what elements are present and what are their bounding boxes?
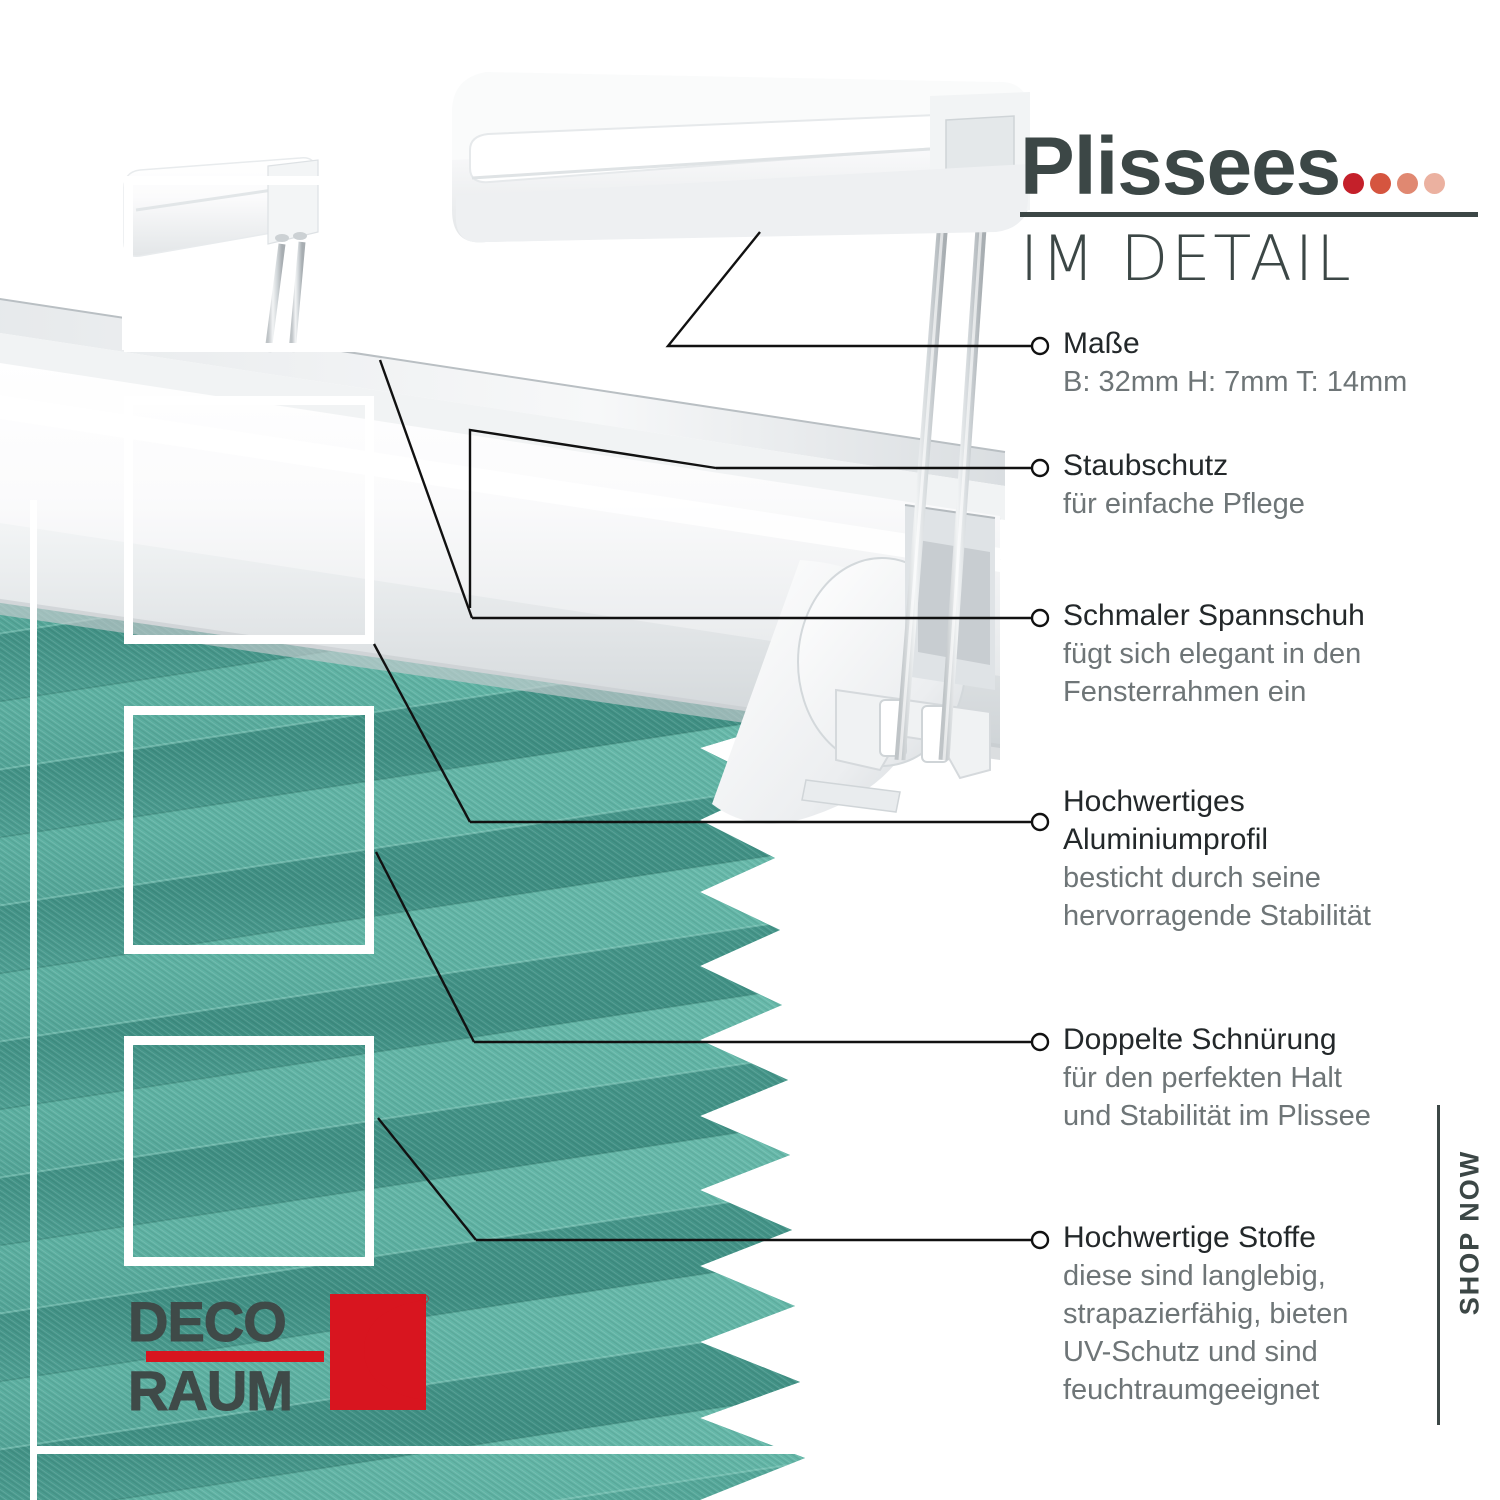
callout-schnuerung: Doppelte Schnürung für den perfekten Hal… [1063,1021,1483,1135]
page-subtitle: IM DETAIL [1020,222,1354,295]
title-dot-1 [1343,173,1365,194]
inset-frame-profile [124,396,374,644]
callout-subtitle: diese sind langlebig,strapazierfähig, bi… [1063,1260,1349,1406]
shop-now-label: SHOP NOW [1454,1149,1485,1316]
logo-registered-mark: ® [420,1292,429,1306]
logo-wordmark: DECO RAUM [128,1290,324,1422]
inset-frame-headrail [124,176,368,352]
title-dot-2 [1370,173,1392,194]
callout-title: Schmaler Spannschuh [1063,599,1365,632]
logo-line-1: DECO [128,1290,288,1353]
title-dot-4 [1424,173,1446,194]
head-rail [452,72,1030,243]
title-row: Plissees [1020,110,1490,212]
callout-subtitle: für einfache Pflege [1063,488,1305,520]
callout-title: Doppelte Schnürung [1063,1023,1337,1056]
callout-title: Hochwertige Stoffe [1063,1221,1316,1254]
logo-accent-bar [146,1351,324,1362]
double-cord-lines [894,207,988,761]
callout-masse: Maße B: 32mm H: 7mm T: 14mm [1063,325,1483,401]
page-title: Plissees [1020,121,1341,212]
title-dots [1343,173,1446,206]
inset-frame-fabric [124,1036,374,1266]
logo-swoosh-icon [330,1294,426,1410]
title-divider [1020,212,1478,217]
logo-swoosh-cut [330,1294,426,1410]
inset-frame-bottom [22,1422,1022,1462]
callout-stoffe: Hochwertige Stoffe diese sind langlebig,… [1063,1219,1483,1409]
callout-staubschutz: Staubschutz für einfache Pflege [1063,447,1483,523]
shop-now-label-wrap: SHOP NOW [1445,1105,1491,1425]
title-dot-3 [1397,173,1419,194]
logo-line-2: RAUM [128,1359,294,1422]
inset-frame-cords [124,706,374,954]
callout-spannschuh: Schmaler Spannschuh fügt sich elegant in… [1063,597,1483,711]
header: Plissees IM DETAIL [1020,110,1490,297]
callout-title: Staubschutz [1063,449,1229,482]
brand-logo[interactable]: DECO RAUM ® [128,1290,429,1422]
bottom-guide-line [30,1446,1030,1454]
callout-title: Maße [1063,327,1140,360]
callout-subtitle: B: 32mm H: 7mm T: 14mm [1063,366,1408,398]
shop-now-cta[interactable]: SHOP NOW [1437,1105,1497,1425]
shop-now-rule [1437,1105,1440,1425]
left-guide-line [30,500,37,1500]
